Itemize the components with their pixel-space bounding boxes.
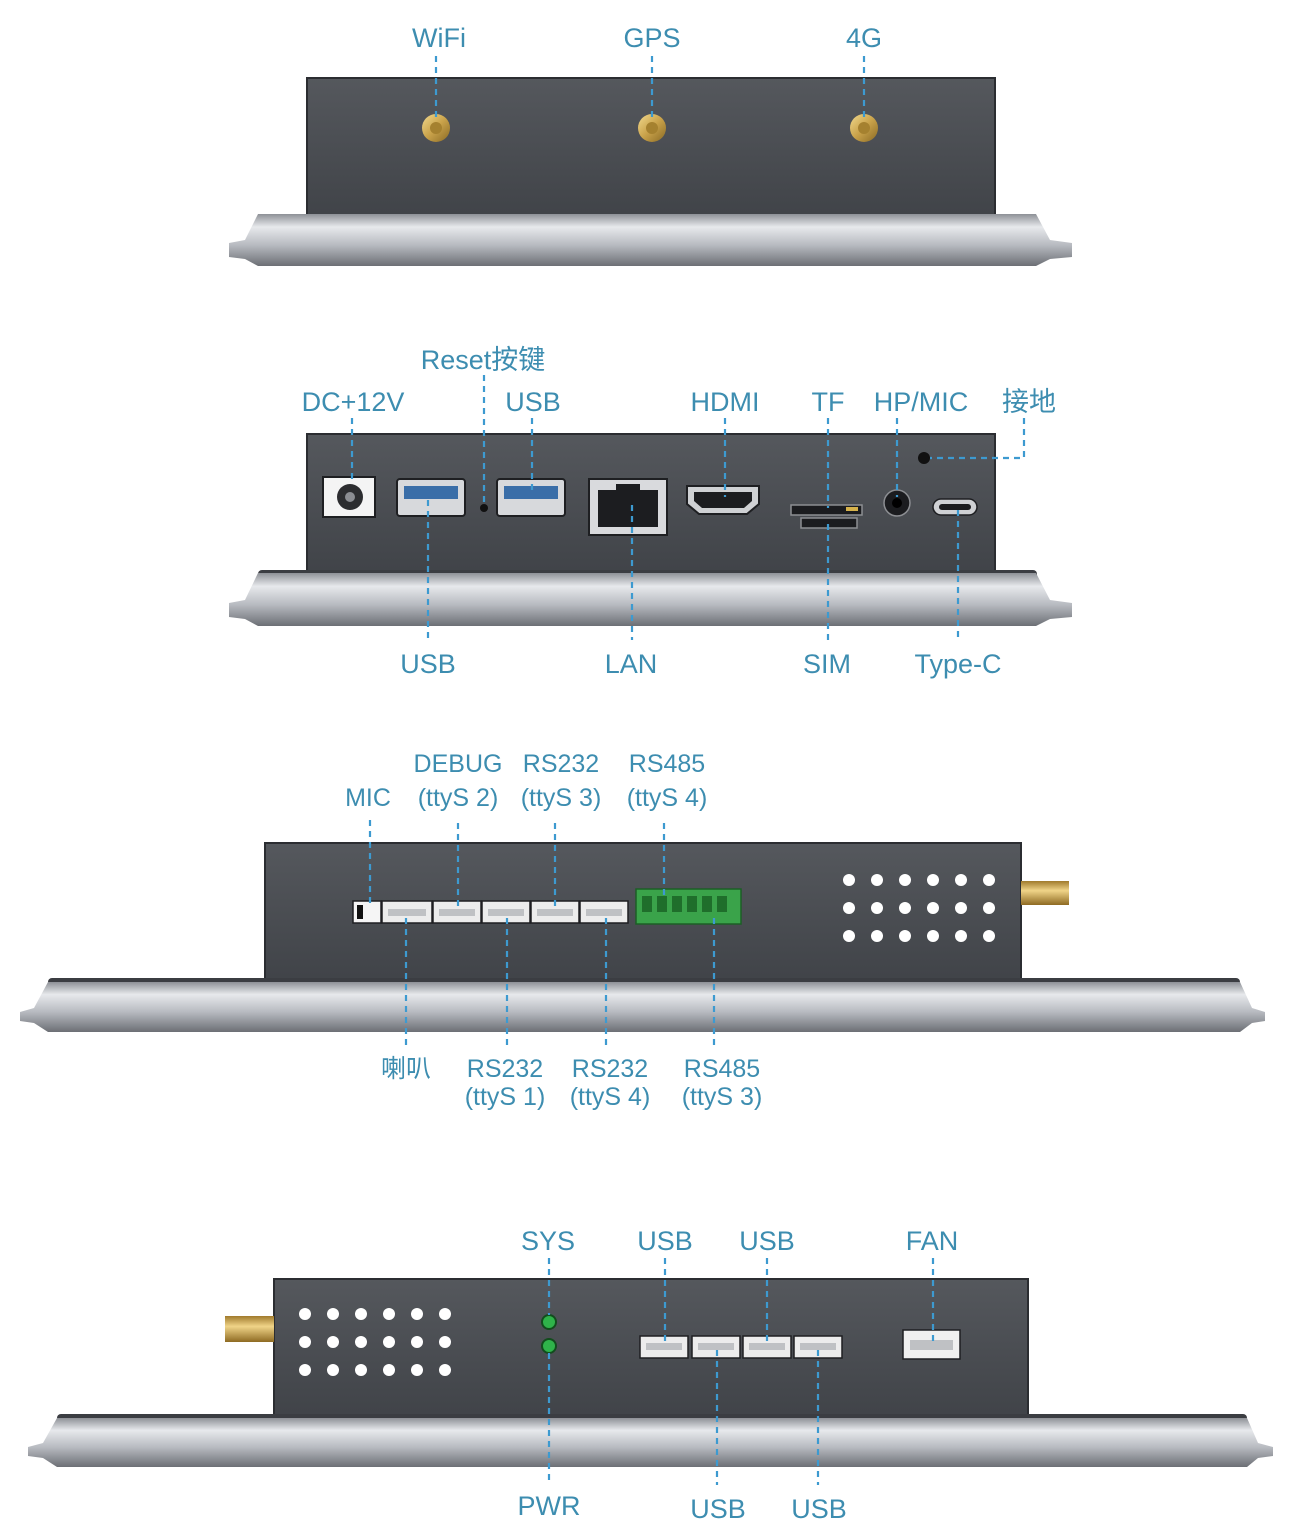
type-c-port-icon [932, 498, 978, 516]
antenna-stub-icon [225, 1316, 274, 1342]
led-icon [541, 1338, 557, 1354]
antenna-connector-icon [422, 114, 450, 142]
bezel-frame [229, 573, 1072, 626]
label-sys: SYS [521, 1226, 575, 1256]
rj45-port-icon [588, 478, 668, 536]
fan-connector-icon [902, 1329, 961, 1360]
label-usb: USB [690, 1494, 746, 1524]
label-tf: TF [812, 387, 845, 417]
connector-rs232-icon [579, 900, 629, 924]
audio-jack-icon [883, 489, 911, 517]
label-rs485: RS485 [684, 1055, 760, 1083]
label-hdmi: HDMI [691, 387, 760, 417]
vent-holes-icon [299, 1308, 451, 1376]
label-ground: 接地 [1002, 387, 1056, 417]
panel-top-view: WiFi GPS 4G [229, 23, 1072, 266]
label-rs232: RS232 [572, 1055, 648, 1083]
hdmi-port-icon [686, 485, 760, 515]
label-mic: MIC [345, 784, 391, 812]
label-type-c: Type-C [914, 649, 1001, 679]
antenna-connector-icon [850, 114, 878, 142]
usb-port-icon [396, 478, 466, 517]
bezel-frame [229, 214, 1072, 266]
usb-header-icon [793, 1335, 843, 1359]
label-hp-mic: HP/MIC [874, 387, 969, 417]
led-icon [541, 1314, 557, 1330]
label-rs232-port: (ttyS 3) [521, 784, 602, 812]
label-reset: Reset按键 [421, 345, 546, 375]
label-pwr: PWR [518, 1491, 581, 1521]
usb-port-icon [496, 478, 566, 517]
label-rs485-port: (ttyS 4) [627, 784, 708, 812]
ground-screw-icon [918, 452, 930, 464]
label-4g: 4G [846, 23, 882, 53]
terminal-block-icon [635, 888, 742, 925]
panel-side-serial-view: MIC DEBUG (ttyS 2) RS232 (ttyS 3) RS485 … [20, 750, 1265, 1111]
antenna-connector-icon [638, 114, 666, 142]
reset-hole-icon [480, 504, 488, 512]
label-fan: FAN [906, 1226, 959, 1256]
bezel-frame [28, 1418, 1273, 1467]
leader-line [930, 418, 1026, 460]
label-debug-port: (ttyS 2) [418, 784, 499, 812]
bezel-frame [20, 982, 1265, 1032]
label-sim: SIM [803, 649, 851, 679]
label-usb: USB [505, 387, 561, 417]
label-rs232-port: (ttyS 1) [465, 1083, 546, 1111]
label-usb: USB [400, 649, 456, 679]
housing-top [306, 77, 996, 221]
label-gps: GPS [623, 23, 680, 53]
label-rs232-port: (ttyS 4) [570, 1083, 651, 1111]
vent-holes-icon [843, 874, 995, 942]
panel-io-view: Reset按键 DC+12V USB HDMI TF HP/MIC 接地 USB… [229, 345, 1072, 679]
label-rs485: RS485 [629, 750, 705, 778]
label-usb: USB [791, 1494, 847, 1524]
usb-header-icon [691, 1335, 741, 1359]
label-debug: DEBUG [414, 750, 503, 778]
label-lan: LAN [605, 649, 658, 679]
dc-jack-icon [322, 476, 376, 518]
label-wifi: WiFi [412, 23, 466, 53]
antenna-stub-icon [1021, 881, 1069, 905]
label-rs232: RS232 [523, 750, 599, 778]
tf-slot-icon [790, 504, 863, 516]
label-rs485-port: (ttyS 3) [682, 1083, 763, 1111]
label-speaker: 喇叭 [381, 1055, 431, 1083]
label-rs232: RS232 [467, 1055, 543, 1083]
label-dc-12v: DC+12V [302, 387, 405, 417]
panel-side-usb-view: SYS USB USB FAN PWR USB USB [28, 1226, 1273, 1524]
label-usb: USB [637, 1226, 693, 1256]
mic-connector-icon [352, 900, 382, 924]
label-usb: USB [739, 1226, 795, 1256]
